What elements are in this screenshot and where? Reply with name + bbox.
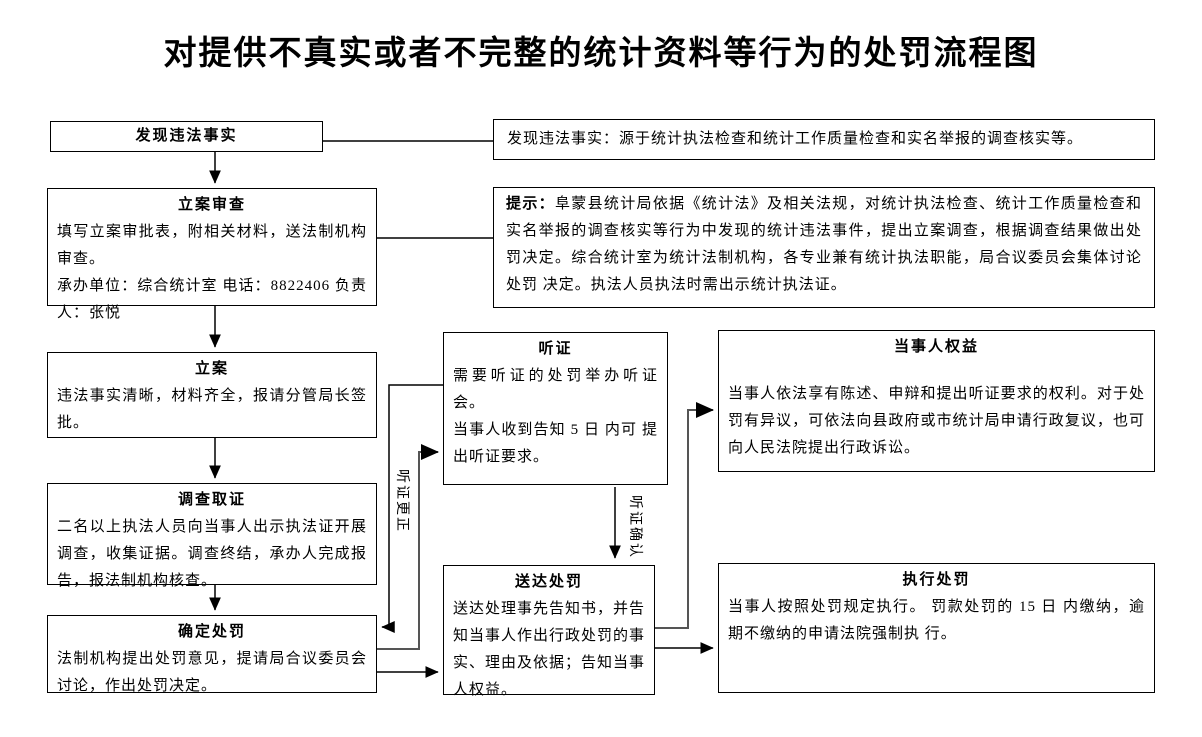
node-execute-title: 执行处罚: [902, 572, 971, 588]
node-rights: 当事人权益 当事人依法享有陈述、申辩和提出听证要求的权利。对于处罚有异议，可依法…: [718, 330, 1155, 472]
node-hearing-title: 听证: [538, 341, 573, 357]
node-filing-body: 违法事实清晰，材料齐全，报请分管局长签批。: [57, 388, 367, 431]
node-deliver-body: 送达处理事先告知书，并告知当事人作出行政处罚的事实、理由及依据；告知当事人权益。: [453, 601, 646, 698]
node-determine-body: 法制机构提出处罚意见，提请局合议委员会讨论，作出处罚决定。: [57, 651, 367, 694]
edge-label-hearing-correction: 听证更正: [394, 469, 409, 533]
node-tip-note-text: 提示：阜蒙县统计局依据《统计法》及相关法规，对统计执法检查、统计工作质量检查和实…: [506, 191, 1142, 299]
node-discover: 发现违法事实: [50, 121, 323, 152]
node-filing-title: 立案: [194, 361, 229, 377]
page-title: 对提供不真实或者不完整的统计资料等行为的处罚流程图: [163, 34, 1039, 71]
node-hearing-body2: 当事人收到告知 5 日 内可 提出听证要求。: [453, 422, 658, 465]
node-determine-title: 确定处罚: [177, 624, 246, 640]
node-hearing-body1: 需要听证的处罚举办听证 会。: [453, 368, 658, 411]
edge-label-hearing-confirmation: 听证确认: [627, 495, 642, 559]
node-filing-review-title: 立案审查: [177, 197, 246, 213]
tip-label: 提示：: [506, 196, 555, 212]
node-execute: 执行处罚 当事人按照处罚规定执行。 罚款处罚的 15 日 内缴纳，逾 期不缴纳的…: [718, 563, 1155, 693]
node-filing: 立案 违法事实清晰，材料齐全，报请分管局长签批。: [47, 352, 377, 438]
node-determine: 确定处罚 法制机构提出处罚意见，提请局合议委员会讨论，作出处罚决定。: [47, 615, 377, 694]
node-filing-review-body2: 承办单位：综合统计室 电话：8822406 负责人：张悦: [57, 278, 367, 321]
node-tip-note: 提示：阜蒙县统计局依据《统计法》及相关法规，对统计执法检查、统计工作质量检查和实…: [493, 187, 1155, 308]
node-filing-review-body1: 填写立案审批表，附相关材料，送法制机构审查。: [57, 224, 367, 267]
node-rights-title: 当事人权益: [893, 339, 979, 355]
node-hearing: 听证 需要听证的处罚举办听证 会。 当事人收到告知 5 日 内可 提出听证要求。: [443, 332, 668, 485]
node-investigation-body: 二名以上执法人员向当事人出示执法证开展调查，收集证据。调查终结，承办人完成报告，…: [57, 519, 367, 589]
node-filing-review: 立案审查 填写立案审批表，附相关材料，送法制机构审查。 承办单位：综合统计室 电…: [47, 188, 377, 321]
node-deliver: 送达处罚 送达处理事先告知书，并告知当事人作出行政处罚的事实、理由及依据；告知当…: [443, 565, 655, 698]
node-rights-body: 当事人依法享有陈述、申辩和提出听证要求的权利。对于处罚有异议，可依法向县政府或市…: [728, 386, 1145, 456]
node-investigation-title: 调查取证: [177, 492, 246, 508]
node-discover-title: 发现违法事实: [135, 128, 238, 144]
node-discover-note-text: 发现违法事实：源于统计执法检查和统计工作质量检查和实名举报的调查核实等。: [507, 131, 1084, 147]
node-execute-body: 当事人按照处罚规定执行。 罚款处罚的 15 日 内缴纳，逾 期不缴纳的申请法院强…: [728, 599, 1145, 642]
tip-text: 阜蒙县统计局依据《统计法》及相关法规，对统计执法检查、统计工作质量检查和实名举报…: [506, 196, 1142, 293]
node-deliver-title: 送达处罚: [514, 574, 583, 590]
node-investigation: 调查取证 二名以上执法人员向当事人出示执法证开展调查，收集证据。调查终结，承办人…: [47, 483, 377, 589]
node-discover-note: 发现违法事实：源于统计执法检查和统计工作质量检查和实名举报的调查核实等。: [493, 119, 1155, 160]
